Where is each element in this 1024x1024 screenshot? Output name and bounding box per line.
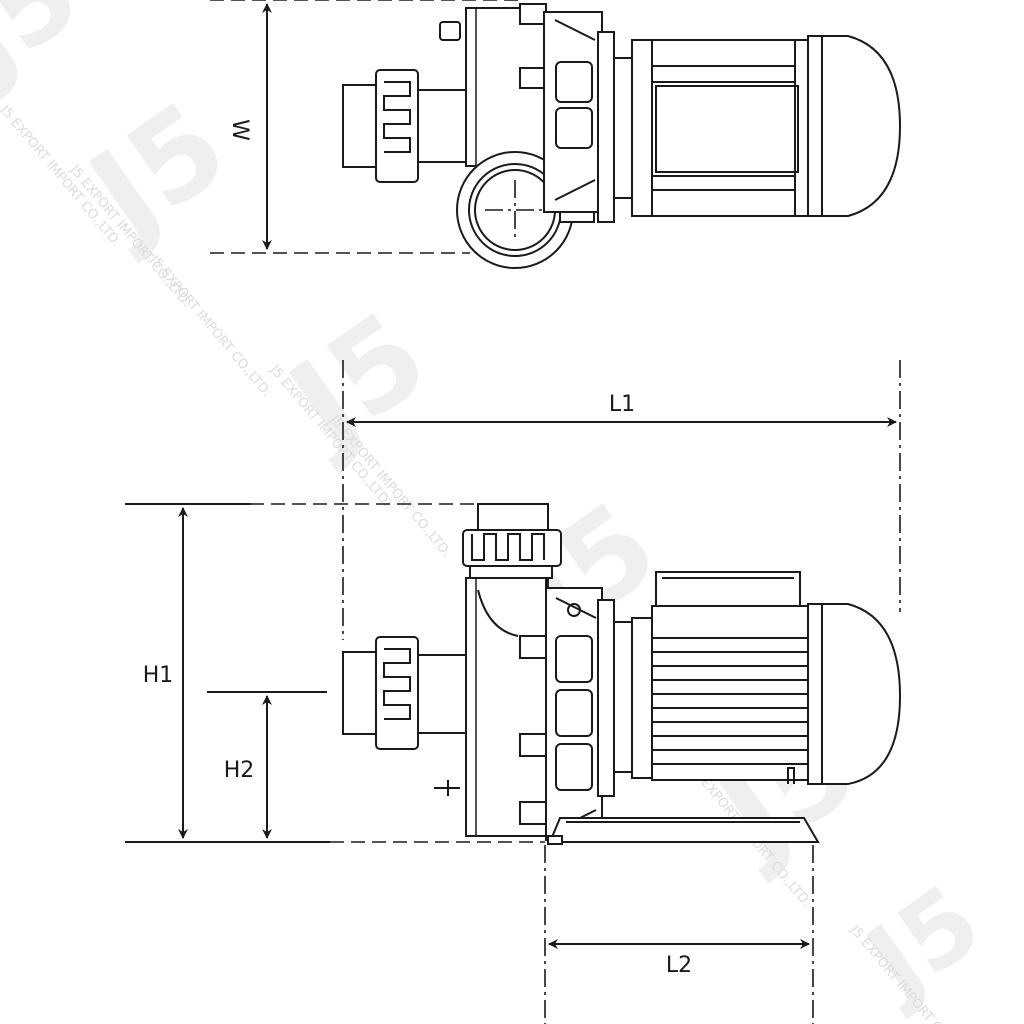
l1-label: L1 bbox=[609, 392, 635, 417]
bolt bbox=[519, 801, 547, 825]
inlet-neck bbox=[417, 89, 467, 163]
adapter-bracket bbox=[545, 587, 603, 841]
watermark-text: J5 EXPORT IMPORT CO.,LTD. bbox=[146, 252, 273, 400]
ground-screw bbox=[787, 767, 795, 784]
inlet-union-ribs bbox=[383, 81, 411, 153]
motor-cooling-fins bbox=[652, 637, 808, 765]
motor-flange bbox=[597, 599, 615, 797]
outlet-union-ribs bbox=[471, 533, 545, 561]
bolt bbox=[519, 3, 547, 25]
drain-plug bbox=[439, 21, 461, 41]
inlet-pipe bbox=[342, 651, 380, 735]
bolt bbox=[519, 67, 547, 89]
side-view: L1 H1 H2 L2 bbox=[125, 360, 902, 1024]
motor-flange bbox=[597, 31, 615, 223]
w-label: W bbox=[227, 119, 252, 141]
h1-label: H1 bbox=[143, 663, 174, 688]
fan-cover bbox=[807, 35, 902, 217]
drain-plug bbox=[434, 780, 460, 796]
motor-body bbox=[631, 39, 811, 217]
l2-label: L2 bbox=[666, 953, 692, 978]
bolt bbox=[519, 635, 547, 659]
fan-cover bbox=[807, 603, 902, 785]
inlet-union-ribs bbox=[383, 648, 411, 720]
inlet-union-nut bbox=[375, 69, 419, 183]
inlet-union-nut bbox=[375, 636, 419, 750]
top-view: W bbox=[210, 0, 902, 269]
motor-base bbox=[548, 817, 820, 843]
pump-housing bbox=[465, 577, 547, 837]
watermark-logo: J5 bbox=[0, 0, 101, 105]
bolt bbox=[519, 733, 547, 757]
inlet-neck bbox=[417, 654, 467, 734]
watermark-logo: J5 bbox=[61, 76, 251, 267]
h2-label: H2 bbox=[224, 758, 255, 783]
adapter-bracket bbox=[543, 11, 603, 213]
inlet-pipe bbox=[342, 84, 380, 168]
terminal-box bbox=[655, 85, 799, 173]
